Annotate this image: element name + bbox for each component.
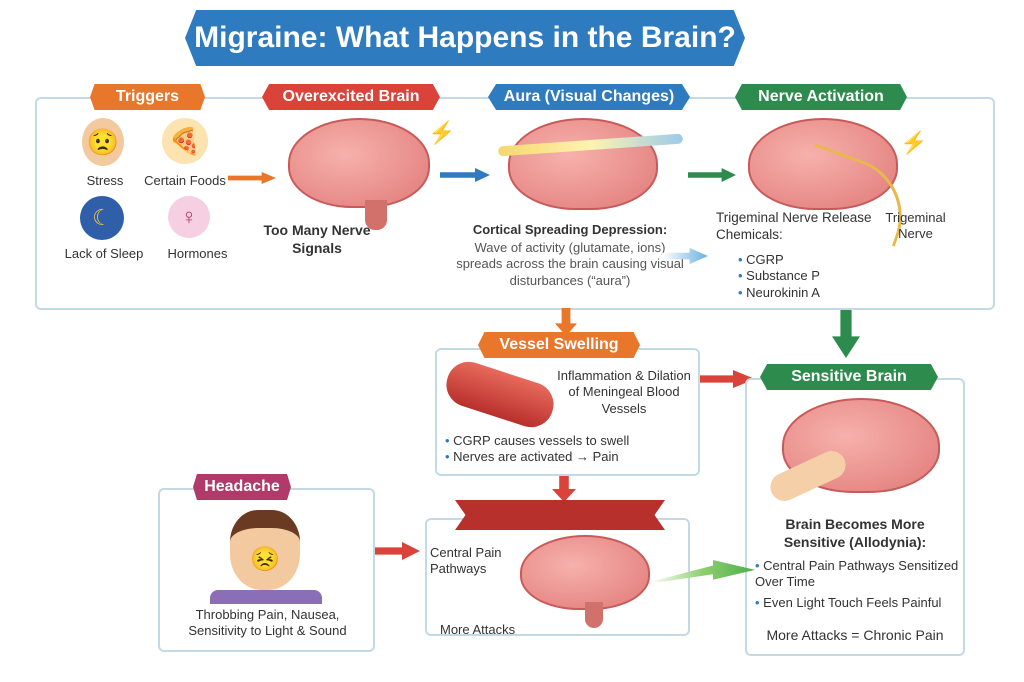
female-hormone-icon: ♀ <box>168 196 210 238</box>
arrow-right-icon <box>375 542 420 560</box>
brain-stem <box>365 200 387 230</box>
trigeminal-nerve-label: Trigeminal Nerve <box>885 210 946 242</box>
sensitive-heading: Brain Becomes More Sensitive (Allodynia)… <box>783 516 927 550</box>
central-text: Central Pain Pathways <box>430 545 502 577</box>
vessel-label: Vessel Swelling <box>478 332 640 358</box>
trigger-sleep: Lack of Sleep <box>64 246 144 261</box>
brain-icon <box>748 118 898 210</box>
overexcited-text: Too Many Nerve Signals <box>263 222 371 256</box>
nerve-heading: Trigeminal Nerve Release Chemicals: <box>716 210 872 242</box>
pain-pathway-band <box>455 500 665 530</box>
sensitive-label: Sensitive Brain <box>760 364 938 390</box>
sensitive-item: Even Light Touch Feels Painful <box>755 595 960 611</box>
arrow-down-icon <box>832 310 860 358</box>
moon-sleep-icon: ☾ <box>80 196 124 240</box>
chronic-pain-text: More Attacks = Chronic Pain <box>766 627 944 643</box>
vessel-text: Inflammation & Dilation of Meningeal Blo… <box>557 368 691 416</box>
aura-label: Aura (Visual Changes) <box>488 84 690 110</box>
chemical-item: Substance P <box>738 268 820 284</box>
trigger-stress: Stress <box>86 173 124 188</box>
trigger-hormones: Hormones <box>167 246 228 261</box>
spark-icon: ⚡ <box>428 120 456 145</box>
chemical-item: Neurokinin A <box>738 285 820 301</box>
headache-label: Headache <box>193 474 291 500</box>
woman-headache-icon: 😣 <box>230 510 300 590</box>
brain-icon <box>508 118 658 210</box>
stress-face-icon: 😟 <box>82 118 124 166</box>
nerve-label: Nerve Activation <box>735 84 907 110</box>
arrow-down-icon <box>555 308 577 336</box>
aura-heading: Cortical Spreading Depression: <box>472 222 668 237</box>
arrow-down-icon <box>552 476 576 502</box>
overexcited-label: Overexcited Brain <box>262 84 440 110</box>
vessel-item: Nerves are activated → Pain <box>445 449 629 465</box>
more-attacks-text: More Attacks <box>440 622 516 637</box>
sensitive-item: Central Pain Pathways Sensitized Over Ti… <box>755 558 960 591</box>
brain-stem <box>585 602 603 628</box>
triggers-label: Triggers <box>90 84 205 110</box>
brain-icon <box>288 118 430 208</box>
chemical-item: CGRP <box>738 252 820 268</box>
spark-icon: ⚡ <box>900 130 928 155</box>
shoulders <box>210 590 322 604</box>
title-banner: Migraine: What Happens in the Brain? <box>185 10 745 66</box>
brain-icon <box>520 535 650 610</box>
pizza-icon: 🍕 <box>162 118 208 164</box>
vessel-item: CGRP causes vessels to swell <box>445 433 629 449</box>
trigger-foods: Certain Foods <box>144 173 226 188</box>
headache-text: Throbbing Pain, Nausea, Sensitivity to L… <box>188 607 347 639</box>
aura-text: Wave of activity (glutamate, ions) sprea… <box>456 240 684 288</box>
